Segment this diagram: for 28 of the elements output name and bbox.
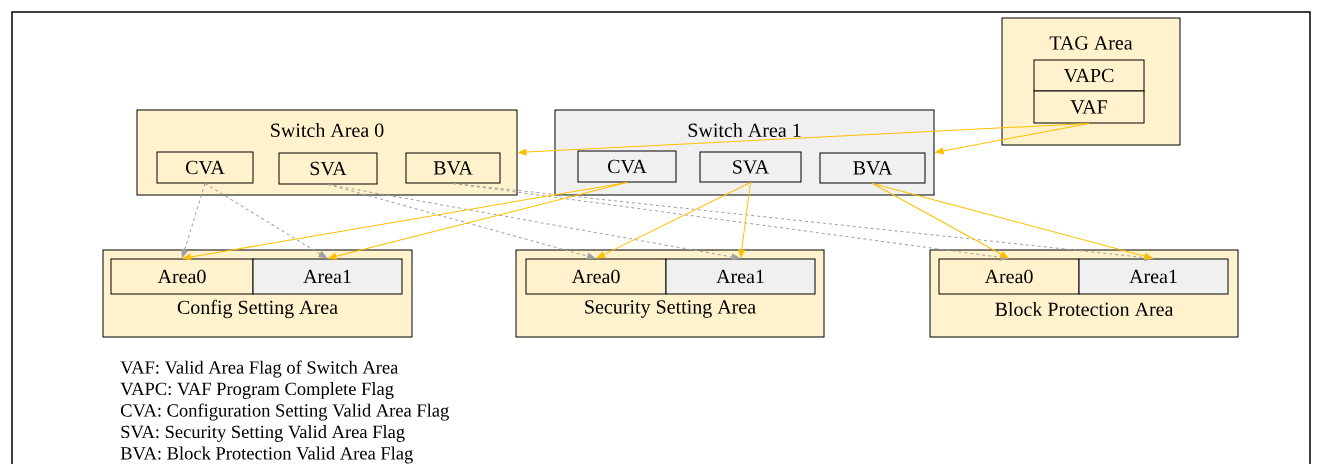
legend-note: VAF: Valid Area Flag of Switch Area — [120, 360, 399, 378]
arrow — [327, 184, 740, 261]
legend-note: VAPC: VAF Program Complete Flag — [120, 382, 394, 399]
field-box: BVA — [405, 152, 501, 184]
field-box: BVA — [819, 152, 926, 184]
field-box: SVA — [278, 152, 378, 185]
field-box: Area1 — [1078, 258, 1229, 295]
arrow — [738, 182, 751, 258]
field-box: VAPC — [1033, 59, 1145, 92]
field-box: CVA — [156, 151, 254, 184]
field-box: CVA — [577, 150, 677, 183]
arrow — [452, 183, 1153, 261]
arrow — [204, 183, 327, 259]
field-box: Area0 — [525, 258, 667, 295]
legend-note: CVA: Configuration Setting Valid Area Flag — [120, 403, 449, 421]
field-box: Area0 — [938, 258, 1080, 295]
field-box: Area1 — [665, 258, 816, 295]
field-box: Area1 — [252, 258, 403, 295]
field-box: SVA — [699, 151, 802, 183]
legend-note: SVA: Security Setting Valid Area Flag — [121, 425, 405, 442]
arrow — [872, 183, 1153, 260]
arrow — [872, 183, 1009, 259]
field-box: VAF — [1033, 90, 1145, 124]
field-box: Area0 — [110, 258, 254, 295]
arrow — [181, 183, 206, 258]
arrow — [935, 123, 1090, 155]
legend-note: BVA: Block Protection Valid Area Flag — [120, 446, 413, 464]
arrow — [596, 182, 751, 259]
